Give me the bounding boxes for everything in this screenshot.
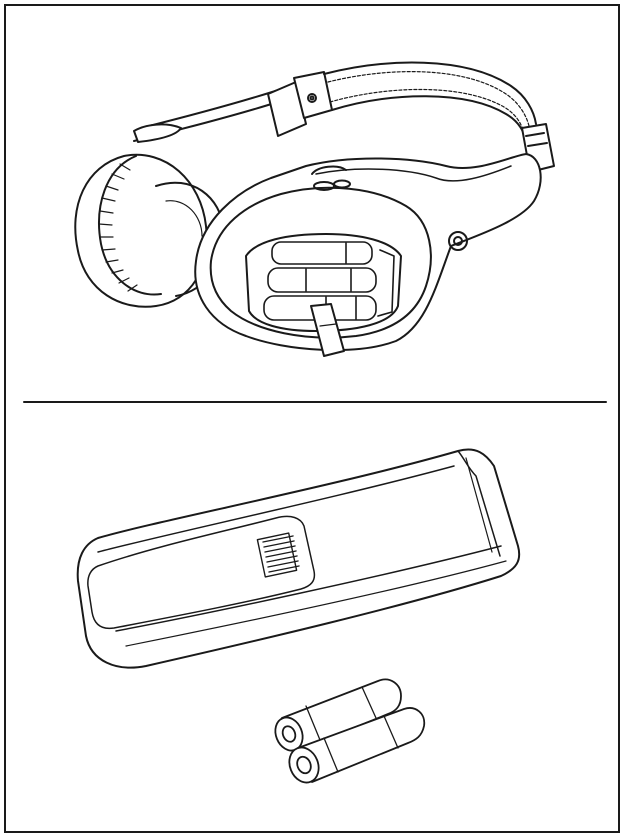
- figure-canvas: [23, 61, 607, 784]
- remote-control-illustration: [76, 448, 521, 669]
- grip-ridges: [256, 532, 300, 578]
- left-earcup: [74, 153, 226, 308]
- battery-back: [274, 678, 402, 752]
- battery-front: [288, 707, 426, 784]
- headphones-illustration: [74, 61, 555, 357]
- right-earcup: [194, 153, 542, 357]
- aaa-batteries: [274, 678, 426, 784]
- headband: [133, 61, 555, 173]
- figure-frame: [4, 4, 620, 833]
